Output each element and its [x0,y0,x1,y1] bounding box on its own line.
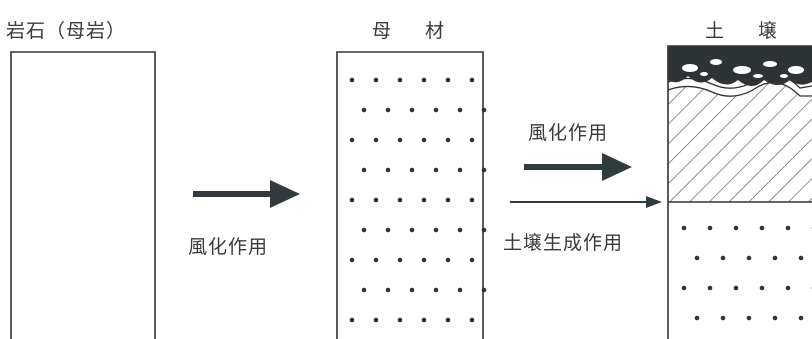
texture-dot [433,167,439,173]
texture-dot [349,257,355,263]
texture-dot [409,227,415,233]
texture-dot [385,107,391,113]
texture-dot [361,167,367,173]
texture-dot [421,137,427,143]
texture-dot [361,287,367,293]
texture-dot [409,287,415,293]
texture-dot [433,227,439,233]
texture-dot [409,107,415,113]
texture-dot [373,77,379,83]
texture-dot [349,77,355,83]
rock-title: 岩石（母岩） [6,20,127,42]
soil-lower-dots [681,225,812,321]
texture-dot [759,285,765,291]
texture-dot [433,107,439,113]
texture-dot [445,257,451,263]
soil-box [667,45,812,339]
texture-dot [481,287,487,293]
soil-formation-label: 土壌生成作用 [503,232,624,254]
texture-dot [772,255,778,261]
texture-dot [746,315,752,321]
texture-dot [457,287,463,293]
weathering-label-1: 風化作用 [188,236,269,258]
texture-dot [397,137,403,143]
texture-dot [457,167,463,173]
texture-dot [707,225,713,231]
texture-dot [469,257,475,263]
texture-dot [469,137,475,143]
texture-dot [397,197,403,203]
soil-hatched-layer [668,82,812,202]
soil-profile [668,46,812,321]
texture-dot [707,285,713,291]
texture-dot [373,197,379,203]
texture-dot [681,225,687,231]
texture-dot [397,317,403,323]
texture-dot [785,225,791,231]
texture-dot [469,317,475,323]
texture-dot [798,315,804,321]
parent-material-box [336,51,484,339]
texture-dot [720,255,726,261]
texture-dot [397,257,403,263]
texture-dot [445,197,451,203]
texture-dot [349,197,355,203]
texture-dot [349,137,355,143]
texture-dot [481,227,487,233]
texture-dot [421,77,427,83]
texture-dot [798,255,804,261]
texture-dot [373,257,379,263]
texture-dot [733,225,739,231]
texture-dot [349,317,355,323]
texture-dot [481,167,487,173]
parent-material-dots [349,77,487,323]
texture-dot [373,317,379,323]
humus-speckles [682,59,804,78]
texture-dot [421,317,427,323]
texture-dot [409,167,415,173]
texture-dot [469,197,475,203]
texture-dot [746,255,752,261]
texture-dot [694,315,700,321]
texture-dot [720,315,726,321]
texture-dot [445,77,451,83]
weathering-arrow-1 [193,180,300,208]
texture-dot [397,77,403,83]
texture-dot [385,167,391,173]
texture-dot [361,107,367,113]
soil-wavy-band-2 [668,81,812,97]
texture-dot [733,285,739,291]
bedrock-box [10,51,156,339]
texture-dot [361,227,367,233]
weathering-arrow-2 [524,153,632,181]
texture-dot [445,137,451,143]
texture-dot [785,285,791,291]
texture-dot [469,77,475,83]
texture-dot [421,257,427,263]
texture-dot [457,227,463,233]
soil-title: 土 壌 [705,20,792,42]
texture-dot [373,137,379,143]
texture-dot [681,285,687,291]
texture-dot [759,225,765,231]
texture-dot [385,227,391,233]
texture-dot [481,107,487,113]
texture-dot [421,197,427,203]
texture-dot [445,317,451,323]
texture-dot [772,315,778,321]
texture-dot [694,255,700,261]
weathering-label-2: 風化作用 [528,122,609,144]
texture-dot [433,287,439,293]
texture-dot [457,107,463,113]
soil-formation-arrow [510,196,662,208]
texture-dot [385,287,391,293]
parent-material-title: 母 材 [372,20,459,42]
